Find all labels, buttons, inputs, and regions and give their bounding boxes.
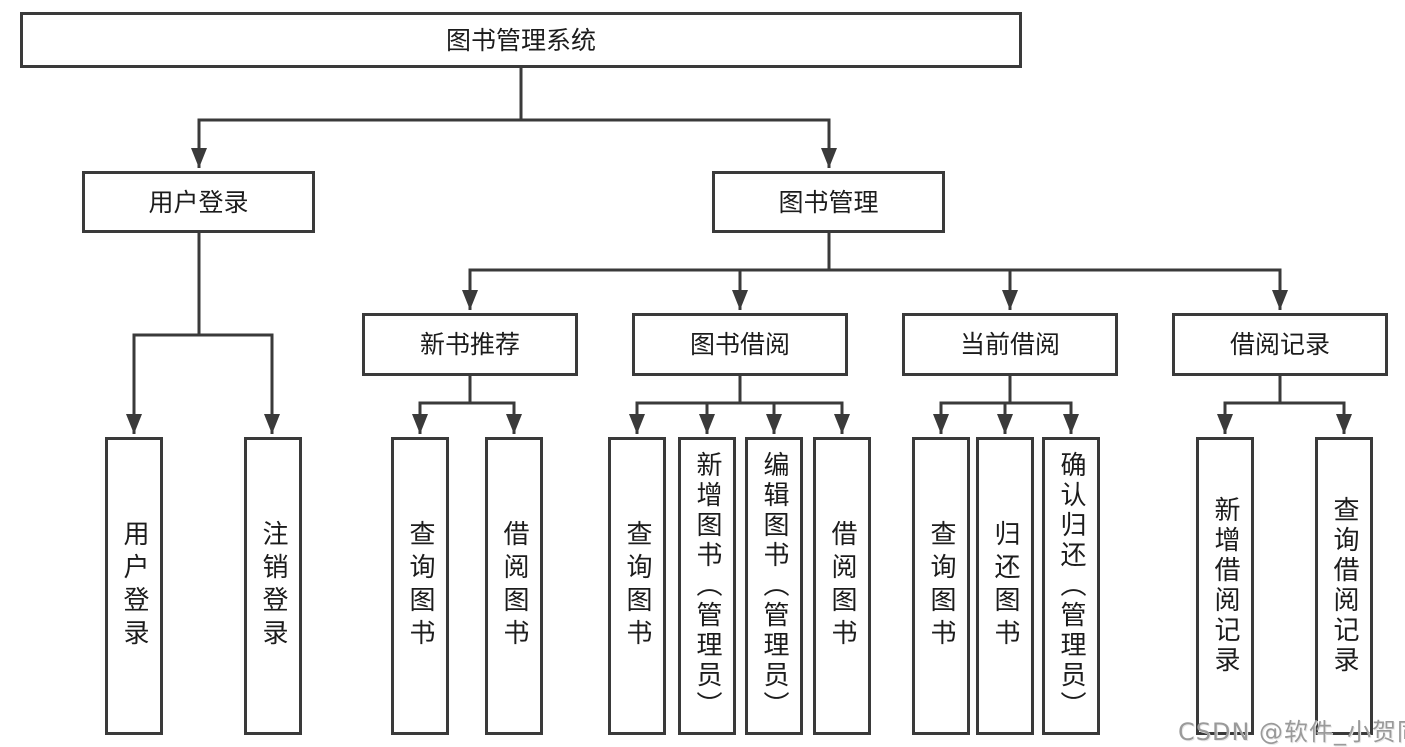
node-book-borrowing: 图书借阅	[632, 313, 848, 376]
leaf-edit-books-admin: 编辑图书（管理员）	[745, 437, 803, 735]
leaf-query-books-recommend-label: 查询图书	[405, 520, 435, 652]
leaf-query-books-recommend: 查询图书	[391, 437, 449, 735]
leaf-query-borrow-record: 查询借阅记录	[1315, 437, 1373, 735]
node-borrowing-records-label: 借阅记录	[1229, 330, 1330, 359]
node-borrowing-records: 借阅记录	[1172, 313, 1388, 376]
leaf-query-books-current: 查询图书	[912, 437, 970, 735]
leaf-logout-label: 注销登录	[258, 520, 288, 652]
leaf-borrow-books-recommend: 借阅图书	[485, 437, 543, 735]
node-new-book-recommend: 新书推荐	[362, 313, 578, 376]
leaf-return-books-label: 归还图书	[990, 520, 1020, 652]
leaf-user-login-label: 用户登录	[119, 520, 149, 652]
leaf-query-borrow-record-label: 查询借阅记录	[1329, 496, 1359, 676]
leaf-logout: 注销登录	[244, 437, 302, 735]
node-user-login: 用户登录	[82, 171, 315, 233]
leaf-return-books: 归还图书	[976, 437, 1034, 735]
leaf-query-books-borrowing-label: 查询图书	[622, 520, 652, 652]
leaf-user-login: 用户登录	[105, 437, 163, 735]
node-root: 图书管理系统	[20, 12, 1022, 68]
leaf-query-books-borrowing: 查询图书	[608, 437, 666, 735]
leaf-confirm-return-admin: 确认归还（管理员）	[1042, 437, 1100, 735]
node-book-management: 图书管理	[712, 171, 945, 233]
node-book-borrowing-label: 图书借阅	[689, 330, 790, 359]
leaf-add-borrow-record: 新增借阅记录	[1196, 437, 1254, 735]
node-user-login-label: 用户登录	[148, 187, 249, 217]
leaf-query-books-current-label: 查询图书	[926, 520, 956, 652]
leaf-borrow-books-label: 借阅图书	[827, 520, 857, 652]
leaf-borrow-books: 借阅图书	[813, 437, 871, 735]
node-book-management-label: 图书管理	[778, 187, 879, 217]
leaf-add-borrow-record-label: 新增借阅记录	[1210, 496, 1240, 676]
leaf-add-books-admin-label: 新增图书（管理员）	[692, 451, 722, 721]
leaf-edit-books-admin-label: 编辑图书（管理员）	[759, 451, 789, 721]
leaf-confirm-return-admin-label: 确认归还（管理员）	[1056, 451, 1086, 721]
node-root-label: 图书管理系统	[445, 25, 596, 55]
csdn-watermark: CSDN @软件_小贺同学	[1178, 718, 1405, 746]
node-current-borrowing-label: 当前借阅	[959, 330, 1060, 359]
leaf-borrow-books-recommend-label: 借阅图书	[499, 520, 529, 652]
node-current-borrowing: 当前借阅	[902, 313, 1118, 376]
node-new-book-recommend-label: 新书推荐	[419, 330, 520, 359]
leaf-add-books-admin: 新增图书（管理员）	[678, 437, 736, 735]
